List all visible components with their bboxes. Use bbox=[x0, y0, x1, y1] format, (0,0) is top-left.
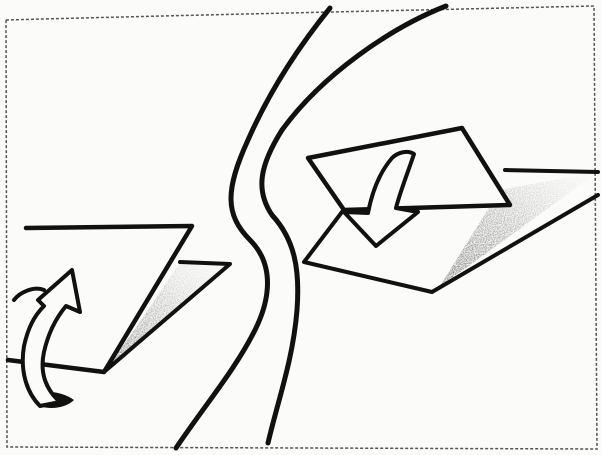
right-sheet-shadow bbox=[440, 172, 598, 286]
left-arrow-cuff bbox=[12, 286, 46, 302]
left-panel bbox=[5, 223, 232, 408]
road-divider-lines bbox=[173, 3, 449, 451]
divider-line-right bbox=[259, 3, 449, 446]
curved-up-arrow-icon bbox=[20, 268, 82, 408]
right-back-sheet-top bbox=[503, 168, 600, 174]
divider-line-left bbox=[173, 5, 333, 451]
right-back-sheet bbox=[302, 193, 600, 294]
left-tilted-sheet bbox=[5, 223, 195, 375]
right-panel bbox=[302, 125, 600, 294]
curved-down-arrow-icon bbox=[342, 149, 420, 248]
left-back-sheet-edge bbox=[102, 260, 232, 374]
